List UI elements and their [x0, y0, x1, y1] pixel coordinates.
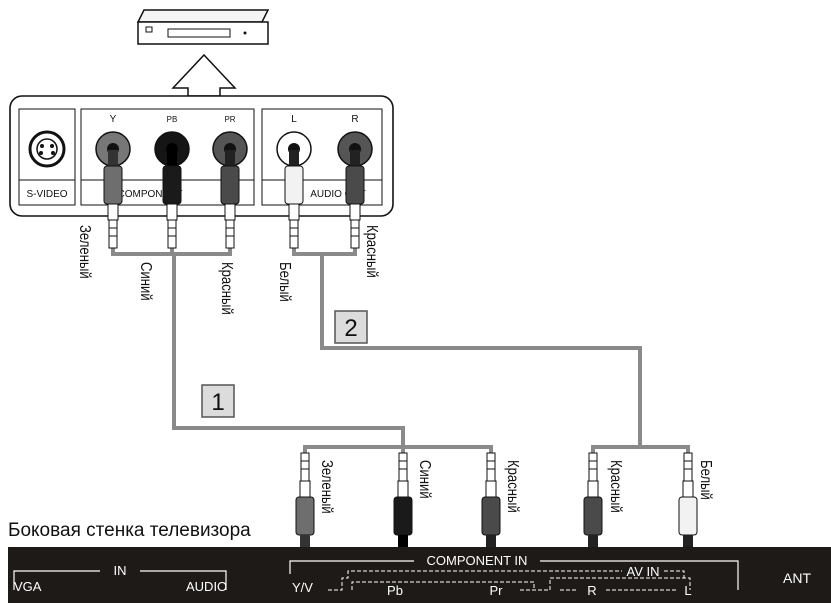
component-label: COMPONENT [118, 189, 183, 200]
label-tv-blue: Синий [416, 460, 433, 499]
jack-label-pr: PR [224, 115, 235, 124]
plug-red-audio-top-icon [345, 150, 365, 249]
cable-badge-1-label: 1 [211, 389, 224, 416]
tv-component-in-label: COMPONENT IN [427, 553, 528, 568]
bottom-plugs [295, 452, 698, 551]
audio-out-label: AUDIO OUT [310, 189, 366, 200]
plug-green-top-icon [103, 150, 123, 249]
label-left-white: Белый [276, 262, 293, 302]
tv-side-panel: IN VGA AUDIO COMPONENT IN AV IN Y/V Pb P… [8, 547, 831, 603]
jack-label-r: R [351, 114, 358, 125]
cable-wires [111, 248, 690, 453]
tv-vga-label: VGA [14, 579, 42, 594]
jack-label-l: L [291, 114, 297, 125]
label-left-red: Красный [218, 262, 235, 315]
tv-ant-label: ANT [783, 570, 811, 586]
label-tv-red: Красный [504, 460, 521, 513]
top-plugs [103, 150, 365, 249]
tv-in-label: IN [114, 563, 127, 578]
tv-yv-label: Y/V [292, 580, 313, 595]
tv-r-label: R [587, 583, 596, 598]
plug-red-bottom-icon [481, 452, 501, 551]
label-left-green: Зеленый [76, 225, 93, 279]
tv-pb-label: Pb [387, 583, 403, 598]
svideo-label: S-VIDEO [26, 189, 67, 200]
tv-side-caption: Боковая стенка телевизора [8, 520, 251, 541]
cable-badge-1: 1 [201, 384, 235, 418]
cable-badge-2-label: 2 [344, 315, 357, 342]
label-tv-white: Белый [697, 460, 714, 500]
tv-av-in-label: AV IN [627, 564, 660, 579]
dvd-player-icon [136, 9, 270, 45]
arrow-up-icon [171, 53, 237, 97]
jack-label-y: Y [110, 114, 117, 125]
plug-white-top-icon [284, 150, 304, 249]
plug-blue-bottom-icon [393, 452, 413, 551]
label-left-red-audio: Красный [363, 225, 380, 278]
label-tv-green: Зеленый [318, 460, 335, 514]
tv-audio-label: AUDIO [186, 579, 227, 594]
plug-red-audio-bottom-icon [583, 452, 603, 551]
device-back-panel: S-VIDEO COMPONENT AUDIO OUT Y PB PR L R [9, 95, 394, 217]
tv-pr-label: Pr [490, 583, 504, 598]
cable-badge-2: 2 [334, 310, 368, 344]
plug-white-bottom-icon [678, 452, 698, 551]
label-tv-red-audio: Красный [607, 460, 624, 513]
plug-green-bottom-icon [295, 452, 315, 551]
label-left-blue: Синий [137, 262, 154, 301]
plug-blue-top-icon [162, 150, 182, 249]
jack-label-pb: PB [167, 115, 178, 124]
plug-red-top-icon [220, 150, 240, 249]
tv-l-label: L [684, 583, 691, 598]
